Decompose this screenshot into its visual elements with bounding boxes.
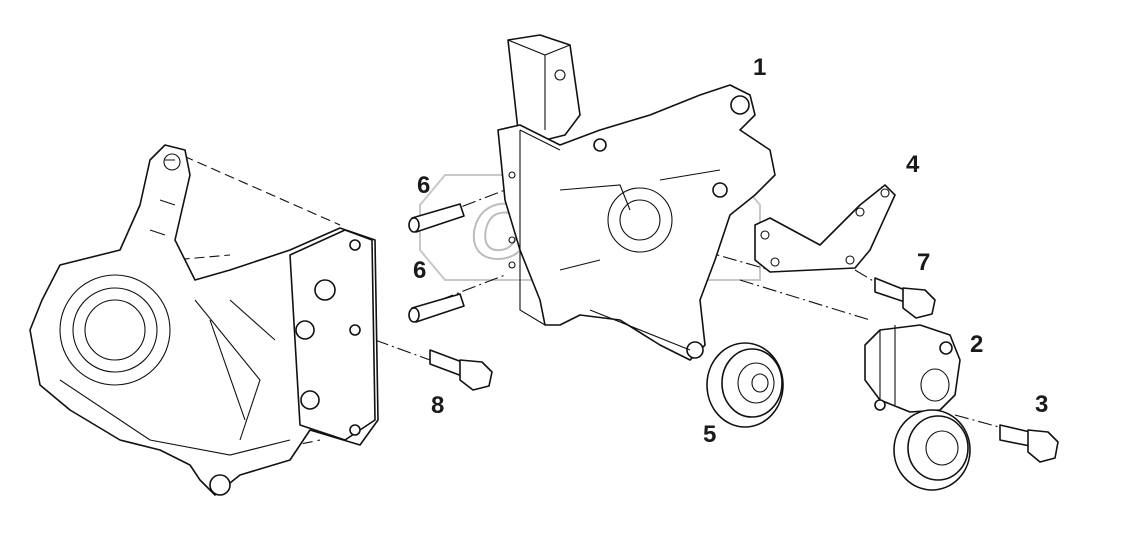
part-5-idler-pulley (706, 342, 784, 428)
part-7-bolt (874, 277, 936, 319)
callout-labels: 1 2 3 4 5 6 6 7 8 (413, 54, 1048, 448)
callout-6-upper: 6 (417, 172, 430, 199)
part-3-bolt (999, 424, 1059, 463)
callout-3: 3 (1035, 391, 1048, 418)
callout-1: 1 (753, 54, 766, 81)
callout-2: 2 (970, 331, 983, 358)
part-6-dowel-pins (408, 203, 465, 323)
part-2-belt-tensioner (864, 324, 971, 491)
callout-7: 7 (917, 249, 930, 276)
part-1-mounting-bracket (497, 34, 776, 361)
callout-6-lower: 6 (413, 257, 426, 284)
callout-4: 4 (906, 151, 920, 178)
engine-front-cover (29, 144, 379, 496)
part-8-bolt (429, 349, 493, 391)
part-4-plate (754, 184, 896, 273)
callout-8: 8 (431, 392, 444, 419)
callout-5: 5 (703, 421, 716, 448)
